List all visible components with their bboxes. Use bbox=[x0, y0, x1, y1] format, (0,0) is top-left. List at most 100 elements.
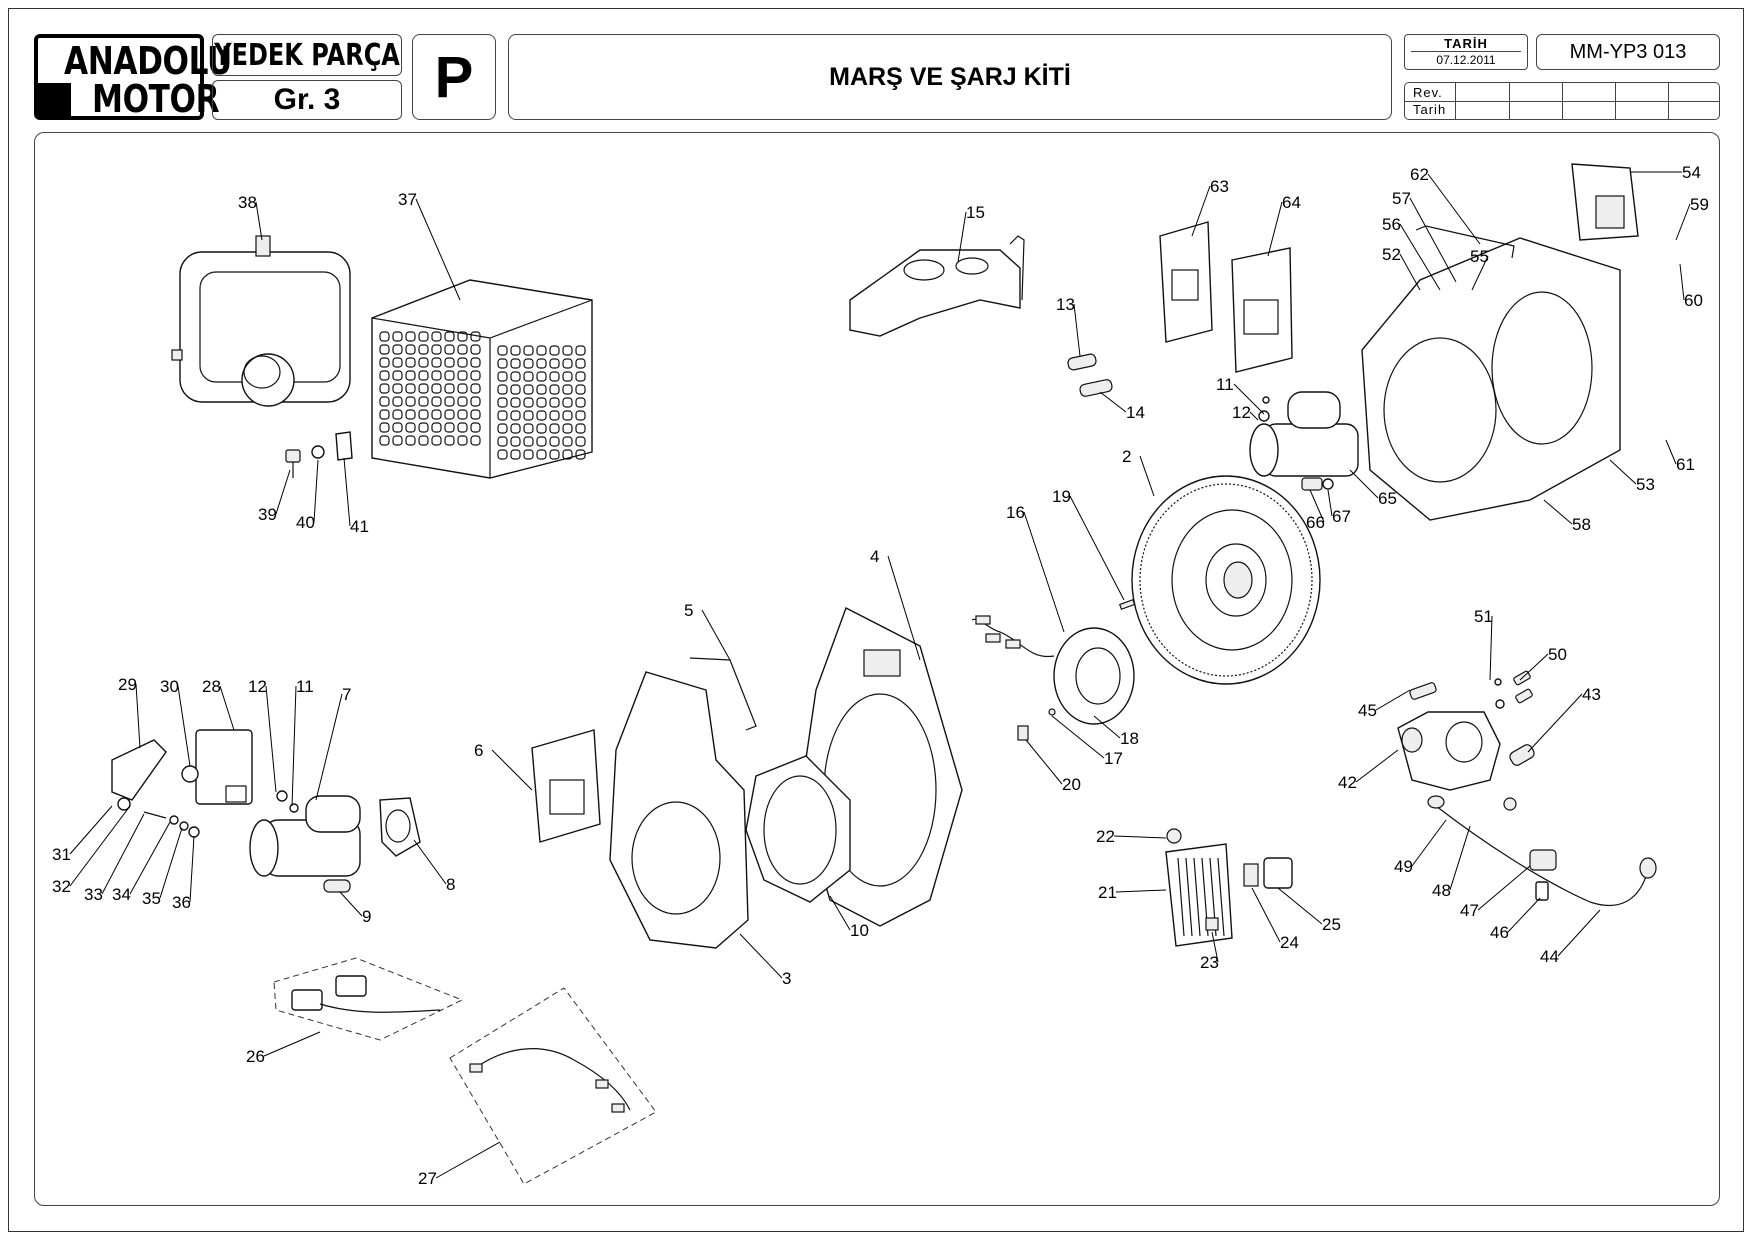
callout-36: 36 bbox=[172, 893, 191, 912]
doc-code-box: MM-YP3 013 bbox=[1536, 34, 1720, 70]
grille-slot bbox=[575, 423, 586, 434]
callout-29: 29 bbox=[118, 675, 137, 694]
leader-line-52 bbox=[1399, 253, 1421, 291]
callout-28: 28 bbox=[202, 677, 221, 696]
grille-slot bbox=[497, 449, 508, 460]
callout-10: 10 bbox=[850, 921, 869, 940]
rev-col-divider bbox=[1562, 83, 1563, 119]
grille-slot bbox=[431, 344, 442, 355]
grille-slot bbox=[444, 357, 455, 368]
callout-17: 17 bbox=[1104, 749, 1123, 768]
grille-slot bbox=[536, 423, 547, 434]
grille-slot bbox=[497, 410, 508, 421]
category-box: YEDEK PARÇA bbox=[212, 34, 402, 76]
callout-44: 44 bbox=[1540, 947, 1559, 966]
leader-line-31 bbox=[69, 805, 113, 855]
rev-col-divider bbox=[1615, 83, 1616, 119]
callout-5: 5 bbox=[684, 601, 693, 620]
grille-slot bbox=[549, 449, 560, 460]
leader-line-7 bbox=[315, 693, 343, 801]
rev-col-divider bbox=[1668, 83, 1669, 119]
grille-slot bbox=[418, 357, 429, 368]
grille-slot bbox=[549, 371, 560, 382]
grille-slot bbox=[457, 370, 468, 381]
grille-slot bbox=[470, 409, 481, 420]
leader-line-23 bbox=[1211, 931, 1219, 963]
grille-slot bbox=[497, 358, 508, 369]
grille-slot bbox=[536, 436, 547, 447]
callout-57: 57 bbox=[1392, 189, 1411, 208]
leader-line-12 bbox=[1249, 411, 1259, 421]
grille-slot bbox=[549, 384, 560, 395]
rev-date-label: Tarih bbox=[1413, 102, 1447, 117]
callout-47: 47 bbox=[1460, 901, 1479, 920]
grille-slot bbox=[536, 345, 547, 356]
leader-line-46 bbox=[1507, 897, 1541, 933]
grille-slot bbox=[457, 396, 468, 407]
grille-slot bbox=[418, 422, 429, 433]
callout-23: 23 bbox=[1200, 953, 1219, 972]
grille-slot bbox=[457, 435, 468, 446]
stud-bolts-part bbox=[1067, 353, 1113, 397]
grille-slot bbox=[405, 331, 416, 342]
leader-line-33 bbox=[101, 813, 145, 895]
leader-line-20 bbox=[1025, 739, 1063, 785]
callout-12: 12 bbox=[1232, 403, 1251, 422]
callout-49: 49 bbox=[1394, 857, 1413, 876]
grille-slot bbox=[431, 357, 442, 368]
grille-slot bbox=[392, 357, 403, 368]
grille-slot bbox=[444, 370, 455, 381]
grille-slot bbox=[379, 344, 390, 355]
callout-61: 61 bbox=[1676, 455, 1695, 474]
grille-slot bbox=[536, 397, 547, 408]
callout-59: 59 bbox=[1690, 195, 1709, 214]
grille-slot bbox=[536, 449, 547, 460]
leader-line-30 bbox=[177, 685, 191, 767]
callout-45: 45 bbox=[1358, 701, 1377, 720]
leader-line-44 bbox=[1557, 909, 1601, 957]
grille-slot bbox=[457, 357, 468, 368]
callout-8: 8 bbox=[446, 875, 455, 894]
grille-slot bbox=[575, 397, 586, 408]
leader-line-21 bbox=[1115, 889, 1167, 893]
logo-square bbox=[37, 83, 71, 117]
grille-slot bbox=[405, 409, 416, 420]
callout-25: 25 bbox=[1322, 915, 1341, 934]
grille-slot bbox=[562, 436, 573, 447]
grille-slot bbox=[431, 422, 442, 433]
callout-40: 40 bbox=[296, 513, 315, 532]
grille-slot bbox=[510, 358, 521, 369]
grille-slot bbox=[470, 357, 481, 368]
leader-line-11 bbox=[1233, 383, 1265, 415]
leader-line-58 bbox=[1543, 499, 1573, 525]
grille-slot bbox=[470, 396, 481, 407]
leader-line-42 bbox=[1355, 749, 1399, 783]
grille-slot bbox=[431, 331, 442, 342]
grille-slot bbox=[379, 357, 390, 368]
callout-9: 9 bbox=[362, 907, 371, 926]
group-label: Gr. 3 bbox=[273, 83, 341, 116]
callout-65: 65 bbox=[1378, 489, 1397, 508]
callout-7: 7 bbox=[342, 685, 351, 704]
grille-slot bbox=[379, 370, 390, 381]
callout-30: 30 bbox=[160, 677, 179, 696]
grille-slot bbox=[392, 409, 403, 420]
grille-slot bbox=[405, 383, 416, 394]
leader-line-5 bbox=[701, 609, 731, 661]
callout-6: 6 bbox=[474, 741, 483, 760]
callout-38: 38 bbox=[238, 193, 257, 212]
grille-slot bbox=[379, 422, 390, 433]
grille-slot bbox=[418, 435, 429, 446]
logo-line2: MOTOR bbox=[92, 77, 220, 121]
grille-slot bbox=[510, 436, 521, 447]
callout-43: 43 bbox=[1582, 685, 1601, 704]
callout-34: 34 bbox=[112, 885, 131, 904]
grille-slot bbox=[418, 383, 429, 394]
regulator-fin bbox=[1185, 857, 1193, 937]
leader-line-66 bbox=[1309, 489, 1325, 523]
grille-slot bbox=[392, 344, 403, 355]
grille-slot bbox=[470, 344, 481, 355]
side-bracket-part bbox=[531, 729, 601, 843]
rev-label: Rev. bbox=[1413, 85, 1443, 100]
